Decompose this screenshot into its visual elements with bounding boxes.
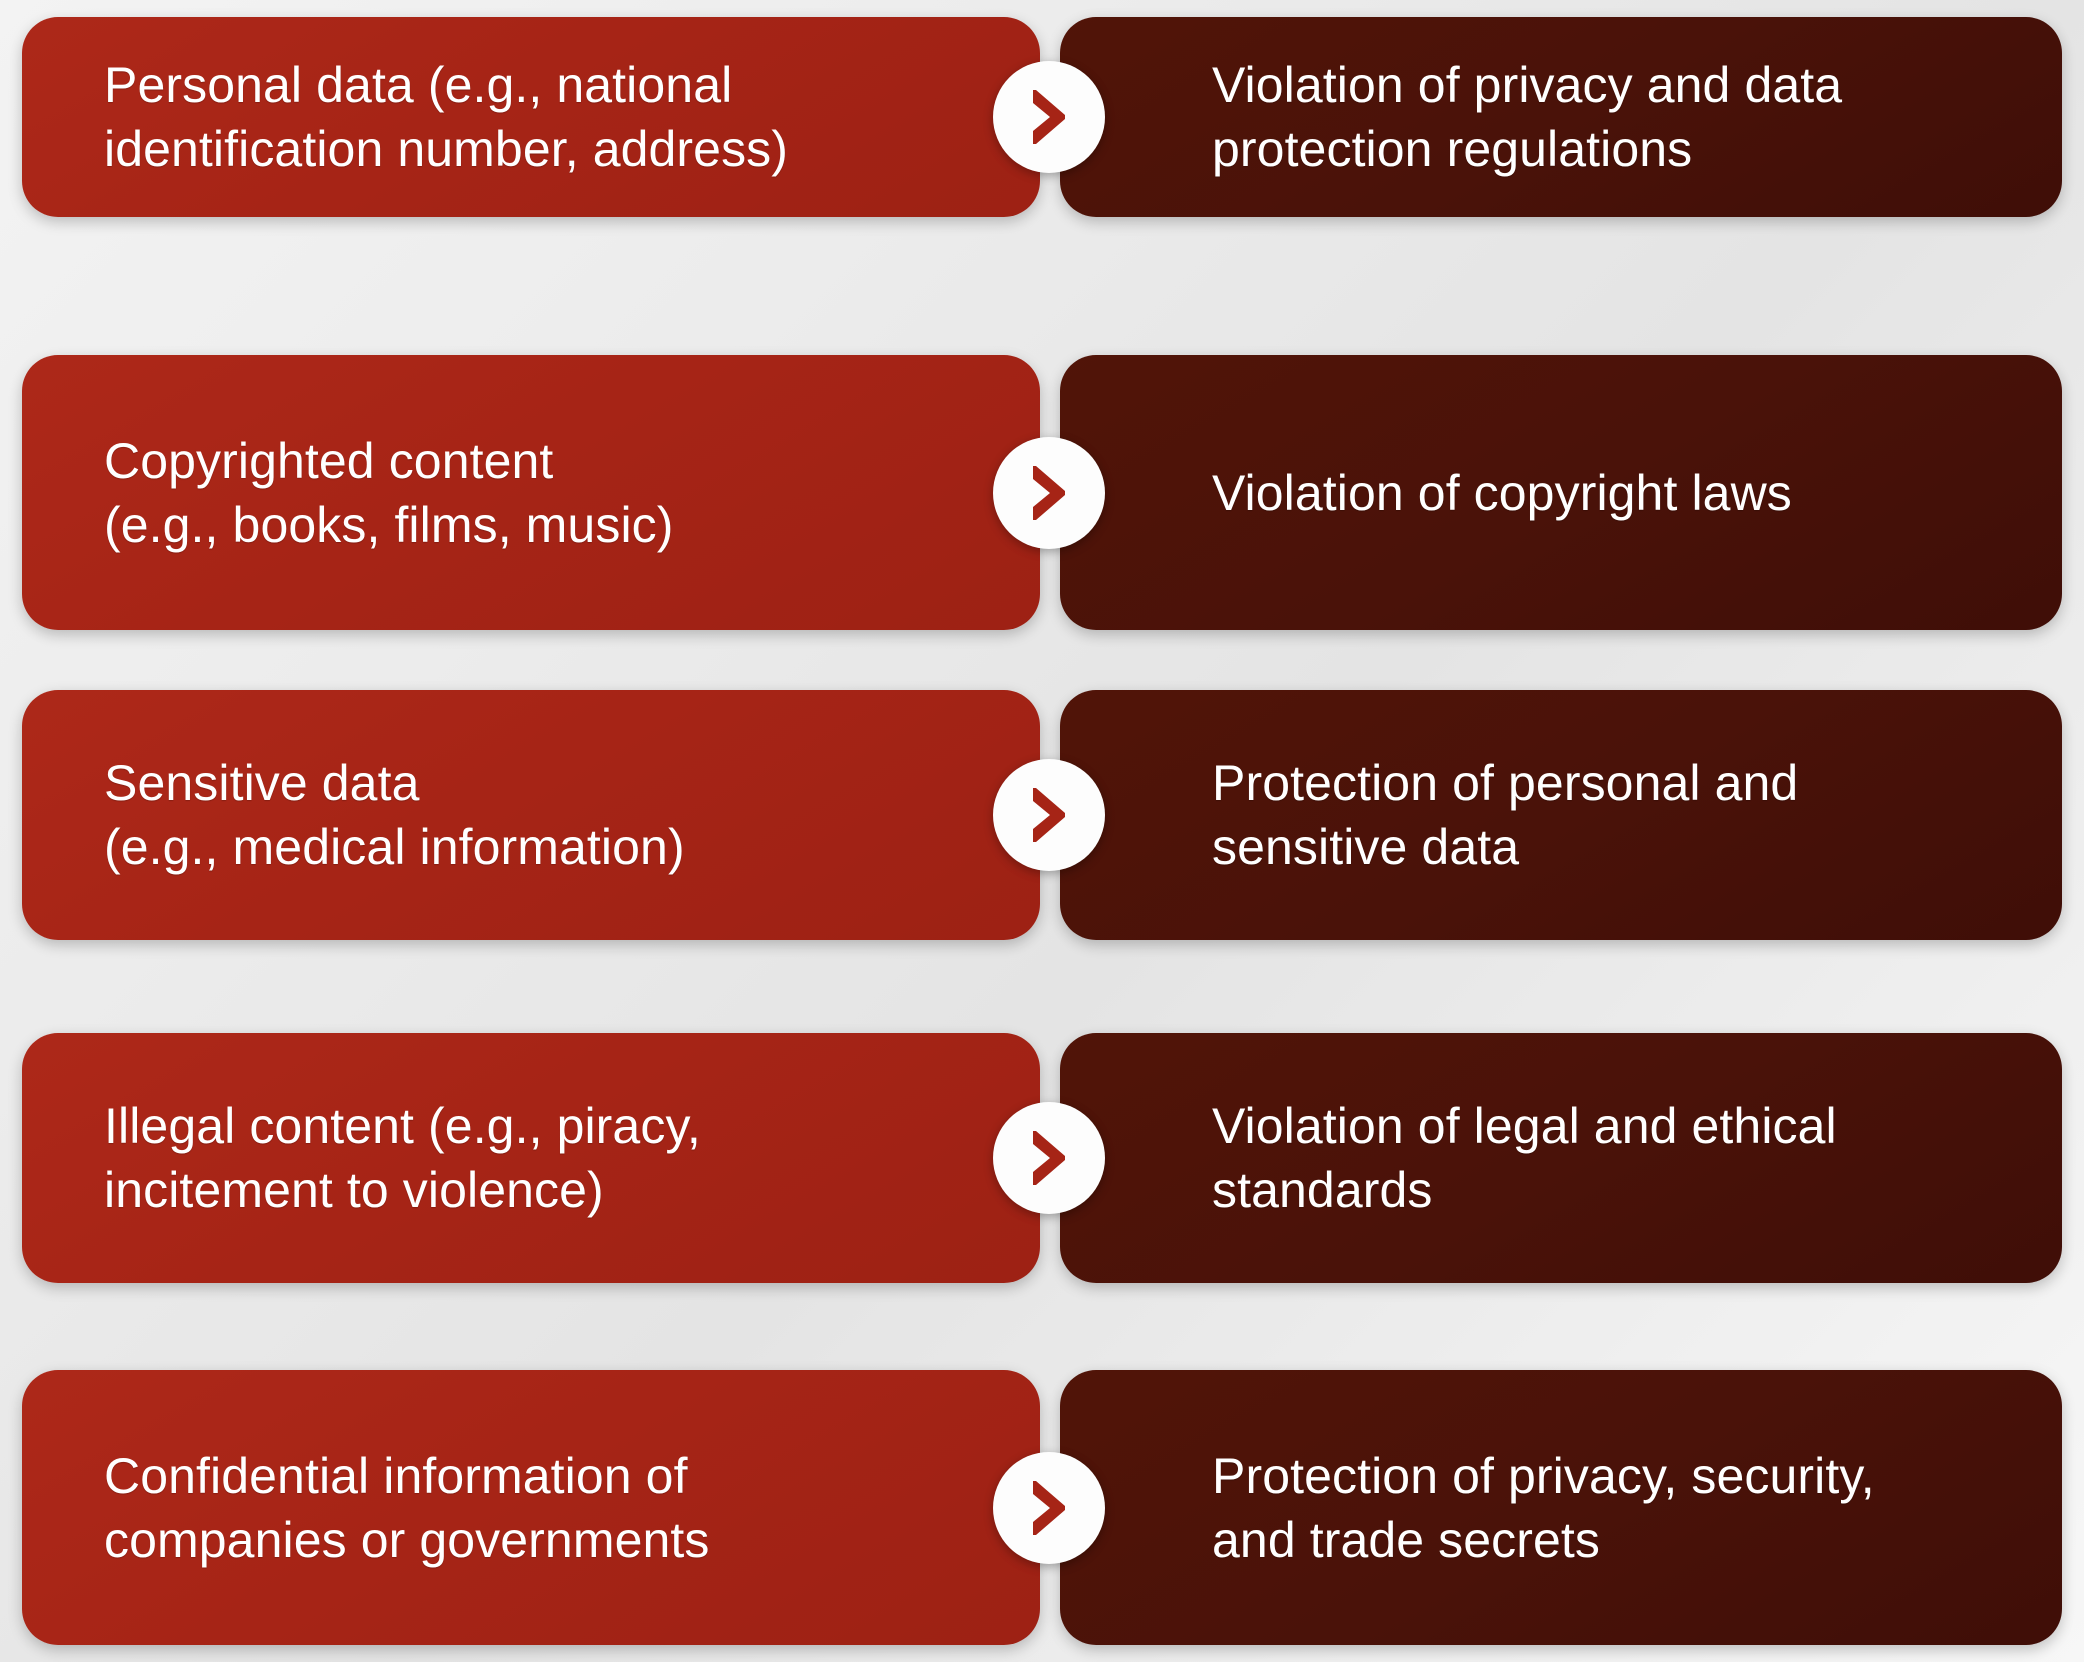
diagram-row: Personal data (e.g., national identifica…	[0, 17, 2084, 217]
chevron-right-icon[interactable]	[993, 759, 1105, 871]
diagram-row: Illegal content (e.g., piracy, incitemen…	[0, 1033, 2084, 1283]
effect-label: Violation of legal and ethical standards	[1212, 1098, 1837, 1218]
effect-label: Protection of privacy, security, and tra…	[1212, 1447, 1875, 1568]
effect-card[interactable]: Protection of privacy, security, and tra…	[1060, 1370, 2062, 1645]
effect-card[interactable]: Violation of copyright laws	[1060, 355, 2062, 630]
effect-card[interactable]: Protection of personal and sensitive dat…	[1060, 690, 2062, 940]
effect-label: Violation of copyright laws	[1212, 464, 1792, 521]
chevron-right-icon[interactable]	[993, 437, 1105, 549]
cause-label: Illegal content (e.g., piracy, incitemen…	[104, 1098, 701, 1218]
chevron-right-icon[interactable]	[993, 1102, 1105, 1214]
effect-label: Violation of privacy and data protection…	[1212, 57, 1843, 177]
cause-label: Sensitive data (e.g., medical informatio…	[104, 755, 685, 875]
cause-label: Copyrighted content (e.g., books, films,…	[104, 432, 674, 553]
cause-card[interactable]: Personal data (e.g., national identifica…	[22, 17, 1040, 217]
cause-card[interactable]: Sensitive data (e.g., medical informatio…	[22, 690, 1040, 940]
cause-label: Confidential information of companies or…	[104, 1447, 710, 1568]
diagram-row: Sensitive data (e.g., medical informatio…	[0, 690, 2084, 940]
diagram-row: Confidential information of companies or…	[0, 1370, 2084, 1645]
chevron-right-icon[interactable]	[993, 1452, 1105, 1564]
diagram-row: Copyrighted content (e.g., books, films,…	[0, 355, 2084, 630]
effect-card[interactable]: Violation of privacy and data protection…	[1060, 17, 2062, 217]
effect-label: Protection of personal and sensitive dat…	[1212, 755, 1799, 875]
chevron-right-icon[interactable]	[993, 61, 1105, 173]
cause-card[interactable]: Copyrighted content (e.g., books, films,…	[22, 355, 1040, 630]
cause-card[interactable]: Illegal content (e.g., piracy, incitemen…	[22, 1033, 1040, 1283]
cause-card[interactable]: Confidential information of companies or…	[22, 1370, 1040, 1645]
effect-card[interactable]: Violation of legal and ethical standards	[1060, 1033, 2062, 1283]
cause-label: Personal data (e.g., national identifica…	[104, 57, 789, 177]
